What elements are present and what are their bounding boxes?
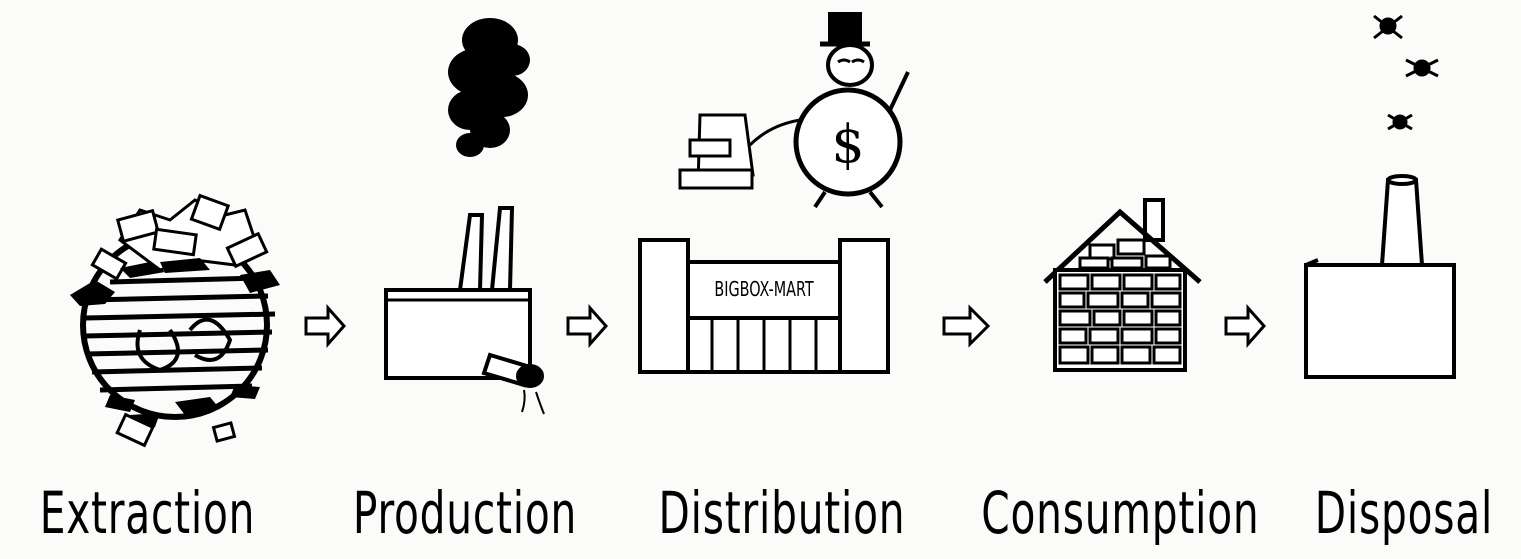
arrow-right-icon — [1224, 304, 1267, 348]
label-consumption: Consumption — [981, 479, 1260, 547]
arrow-right-icon — [942, 304, 991, 348]
incinerator-icon — [1304, 174, 1456, 379]
label-disposal: Disposal — [1314, 479, 1494, 547]
label-extraction: Extraction — [39, 479, 256, 547]
smoke-cloud-icon — [448, 18, 530, 157]
money-symbol: $ — [831, 115, 864, 175]
label-production: Production — [352, 479, 578, 547]
cash-register-icon — [678, 113, 755, 190]
store-sign-text: BIGBOX-MART — [714, 278, 814, 301]
skull-crossbones-icon — [1373, 14, 1439, 131]
globe-icon — [70, 193, 280, 448]
money-man-icon — [748, 12, 910, 209]
label-distribution: Distribution — [658, 479, 906, 547]
arrow-right-icon — [304, 304, 347, 348]
house-icon — [1043, 198, 1202, 372]
arrow-right-icon — [566, 304, 609, 348]
factory-icon — [384, 206, 545, 415]
store-icon — [638, 238, 890, 374]
